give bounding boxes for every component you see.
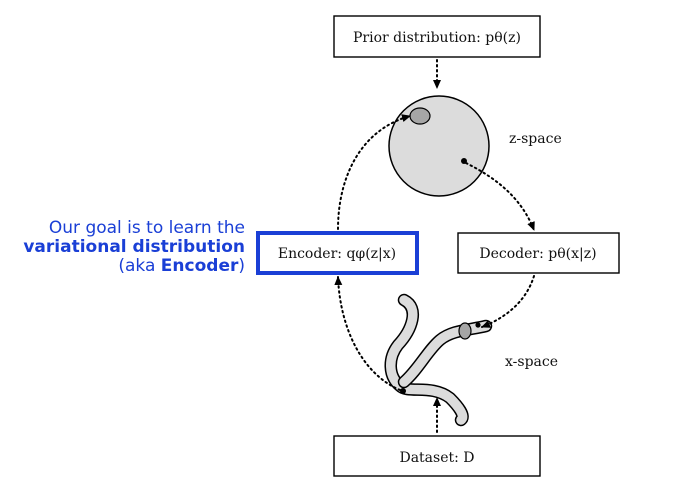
annotation-line-1: Our goal is to learn the [23, 219, 245, 238]
z-space-region [389, 96, 489, 196]
z-space-label: z-space [509, 131, 562, 147]
annotation-line-2: variational distribution [23, 238, 245, 257]
x-data-point [400, 388, 406, 394]
decoder-label: Decoder: pθ(x|z) [479, 246, 596, 262]
dataset-label: Dataset: D [399, 450, 474, 466]
x-space-region [391, 300, 486, 420]
decoder-node: Decoder: pθ(x|z) [458, 233, 619, 273]
goal-annotation: Our goal is to learn the variational dis… [23, 219, 245, 276]
annotation-emphasis-variational: variational distribution [23, 237, 245, 257]
prior-node: Prior distribution: pθ(z) [334, 16, 540, 57]
encoder-node: Encoder: qφ(z|x) [258, 233, 417, 273]
annotation-emphasis-encoder: Encoder [161, 256, 239, 276]
annotation-line-3: (aka Encoder) [23, 257, 245, 276]
x-space-label: x-space [505, 354, 558, 370]
x-reconstruction-point [475, 322, 480, 327]
z-posterior-blob [410, 108, 430, 124]
arrow-decoder-to-x [482, 276, 534, 327]
prior-label: Prior distribution: pθ(z) [353, 30, 521, 46]
annotation-aka-suffix: ) [238, 256, 245, 276]
x-likelihood-blob [459, 323, 471, 339]
dataset-node: Dataset: D [334, 436, 540, 476]
annotation-aka-prefix: (aka [118, 256, 160, 276]
encoder-label: Encoder: qφ(z|x) [278, 246, 396, 262]
